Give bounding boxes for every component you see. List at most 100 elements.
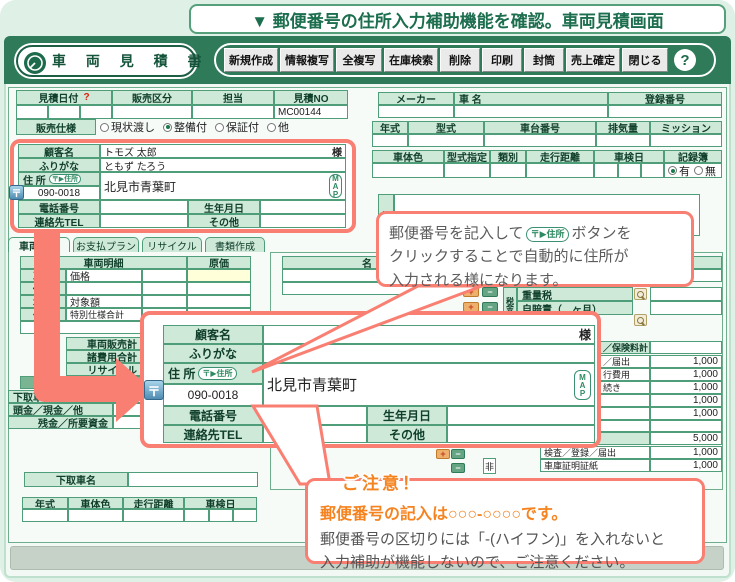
regno-field[interactable]: [608, 105, 722, 118]
customer-kana-field[interactable]: ともず たろう: [100, 158, 346, 172]
body-color-header: 車体色: [372, 150, 444, 163]
inspection-y-field[interactable]: [594, 163, 618, 178]
estimate-no-field[interactable]: MC00144: [274, 105, 348, 119]
body-color-field[interactable]: [372, 163, 444, 178]
modelspec-field[interactable]: [444, 163, 490, 178]
tradein-inspect-d-field[interactable]: [233, 509, 257, 522]
insurance-total-value[interactable]: [650, 341, 722, 354]
row-price-cost[interactable]: [187, 269, 251, 282]
staff-field[interactable]: [192, 105, 274, 119]
model-header: 型式: [408, 121, 484, 134]
zoom-kana-field[interactable]: [263, 344, 595, 363]
radio-genjo[interactable]: 現状渡し: [100, 119, 155, 135]
mileage-field[interactable]: [526, 163, 594, 178]
remove-row-icon[interactable]: −: [451, 463, 465, 473]
customer-phone-field[interactable]: [100, 200, 188, 214]
close-button[interactable]: 閉じる: [622, 48, 668, 72]
chassis-field[interactable]: [484, 134, 596, 147]
estimate-date-year-field[interactable]: [16, 105, 48, 119]
envelope-button[interactable]: 封筒: [524, 48, 564, 72]
tradein-inspect-m-field[interactable]: [209, 509, 233, 522]
customer-address-field[interactable]: 北見市青葉町 MAP: [100, 172, 346, 200]
copy-info-button[interactable]: 情報複写: [280, 48, 334, 72]
cost-row-value[interactable]: 1,000: [650, 368, 722, 381]
inspection-d-field[interactable]: [641, 163, 664, 178]
tradein-year-field[interactable]: [22, 509, 68, 522]
row-discount-cost[interactable]: [187, 282, 251, 295]
stock-search-button[interactable]: 在庫検索: [384, 48, 438, 72]
taxable-total-value[interactable]: 5,000: [650, 432, 722, 445]
cost-row-value[interactable]: 1,000: [650, 407, 722, 420]
estimate-date-day-field[interactable]: [80, 105, 112, 119]
displacement-header: 排気量: [596, 121, 650, 134]
tradein-mileage-header: 走行距離: [123, 497, 184, 509]
zoom-birth-field[interactable]: [447, 406, 595, 425]
inspection-reg-value[interactable]: 1,000: [650, 446, 722, 459]
zoom-address-field[interactable]: 北見市青葉町 MAP: [263, 363, 595, 406]
row-taxable-value[interactable]: [142, 295, 187, 308]
add-row-icon[interactable]: +: [436, 449, 450, 459]
customer-birth-field[interactable]: [260, 200, 346, 214]
year-field[interactable]: [372, 134, 408, 147]
zoom-kana-label: ふりがな: [163, 344, 263, 363]
radio-other[interactable]: 他: [267, 119, 289, 135]
maker-header: メーカー: [378, 92, 454, 105]
tutorial-banner: ▼ 郵便番号の住所入力補助機能を確認。車両見積画面: [189, 4, 726, 34]
customer-postal-field[interactable]: 090-0018: [18, 186, 100, 200]
tab-documents[interactable]: 書類作成: [205, 237, 265, 253]
tradein-mileage-field[interactable]: [123, 509, 184, 522]
zoom-postal-field[interactable]: 090-0018: [163, 384, 263, 406]
displacement-field[interactable]: [596, 134, 650, 147]
liability-value[interactable]: [650, 301, 722, 315]
cost-row-value[interactable]: 1,000: [650, 394, 722, 407]
zoom-postal-mark-icon[interactable]: 〒: [144, 380, 164, 400]
row-price-value[interactable]: [142, 269, 187, 282]
new-button[interactable]: 新規作成: [224, 48, 278, 72]
zoom-contact-label: 連絡先TEL: [163, 425, 263, 443]
customer-name-field[interactable]: トモズ 太郎 様: [100, 144, 346, 158]
weight-tax-label: 重量税: [517, 287, 633, 301]
model-field[interactable]: [408, 134, 484, 147]
car-name-field[interactable]: [454, 105, 608, 118]
confirm-sale-button[interactable]: 売上確定: [566, 48, 620, 72]
remove-row-icon[interactable]: −: [451, 449, 465, 459]
weight-tax-value[interactable]: [650, 287, 722, 301]
postal-mark-icon[interactable]: 〒: [9, 185, 24, 200]
map-button[interactable]: MAP: [329, 174, 342, 198]
customer-other-field[interactable]: [260, 214, 346, 228]
class-field[interactable]: [490, 163, 526, 178]
tab-recycle[interactable]: リサイクル: [142, 237, 202, 253]
customer-kana-label: ふりがな: [18, 158, 100, 172]
help-icon[interactable]: ?: [674, 49, 696, 71]
record-book-options: 有 無: [664, 163, 722, 178]
copy-all-button[interactable]: 全複写: [336, 48, 382, 72]
postal-to-address-button[interactable]: 〒▶住所: [48, 174, 82, 184]
liability-search-icon[interactable]: [634, 314, 647, 326]
radio-record-yes[interactable]: 有: [668, 164, 690, 177]
cost-row-value[interactable]: 1,000: [650, 355, 722, 368]
zoom-map-button[interactable]: MAP: [574, 369, 591, 400]
tradein-name-field[interactable]: [128, 472, 258, 487]
radio-record-no[interactable]: 無: [694, 164, 716, 177]
cost-row-value[interactable]: 1,000: [650, 381, 722, 394]
weight-tax-search-icon[interactable]: [634, 288, 647, 300]
remove-row-icon[interactable]: −: [482, 287, 498, 297]
row-taxable-cost[interactable]: [187, 295, 251, 308]
print-button[interactable]: 印刷: [482, 48, 522, 72]
sales-division-field[interactable]: [112, 105, 192, 119]
inspection-m-field[interactable]: [618, 163, 641, 178]
radio-seibi[interactable]: 整備付: [163, 119, 207, 135]
delete-button[interactable]: 削除: [440, 48, 480, 72]
mission-field[interactable]: [650, 134, 722, 147]
zoom-postal-to-address-button[interactable]: 〒▶住所: [198, 367, 237, 380]
estimate-date-month-field[interactable]: [48, 105, 80, 119]
row-discount-value[interactable]: [142, 282, 187, 295]
tradein-inspect-y-field[interactable]: [184, 509, 209, 522]
radio-hosho[interactable]: 保証付: [215, 119, 259, 135]
tradein-color-field[interactable]: [68, 509, 123, 522]
garage-cert-value[interactable]: 1,000: [650, 459, 722, 472]
maker-field[interactable]: [378, 105, 454, 118]
tab-payment-plan[interactable]: お支払プラン: [73, 237, 139, 253]
zoom-other-field[interactable]: [447, 425, 595, 443]
customer-contact-field[interactable]: [100, 214, 188, 228]
